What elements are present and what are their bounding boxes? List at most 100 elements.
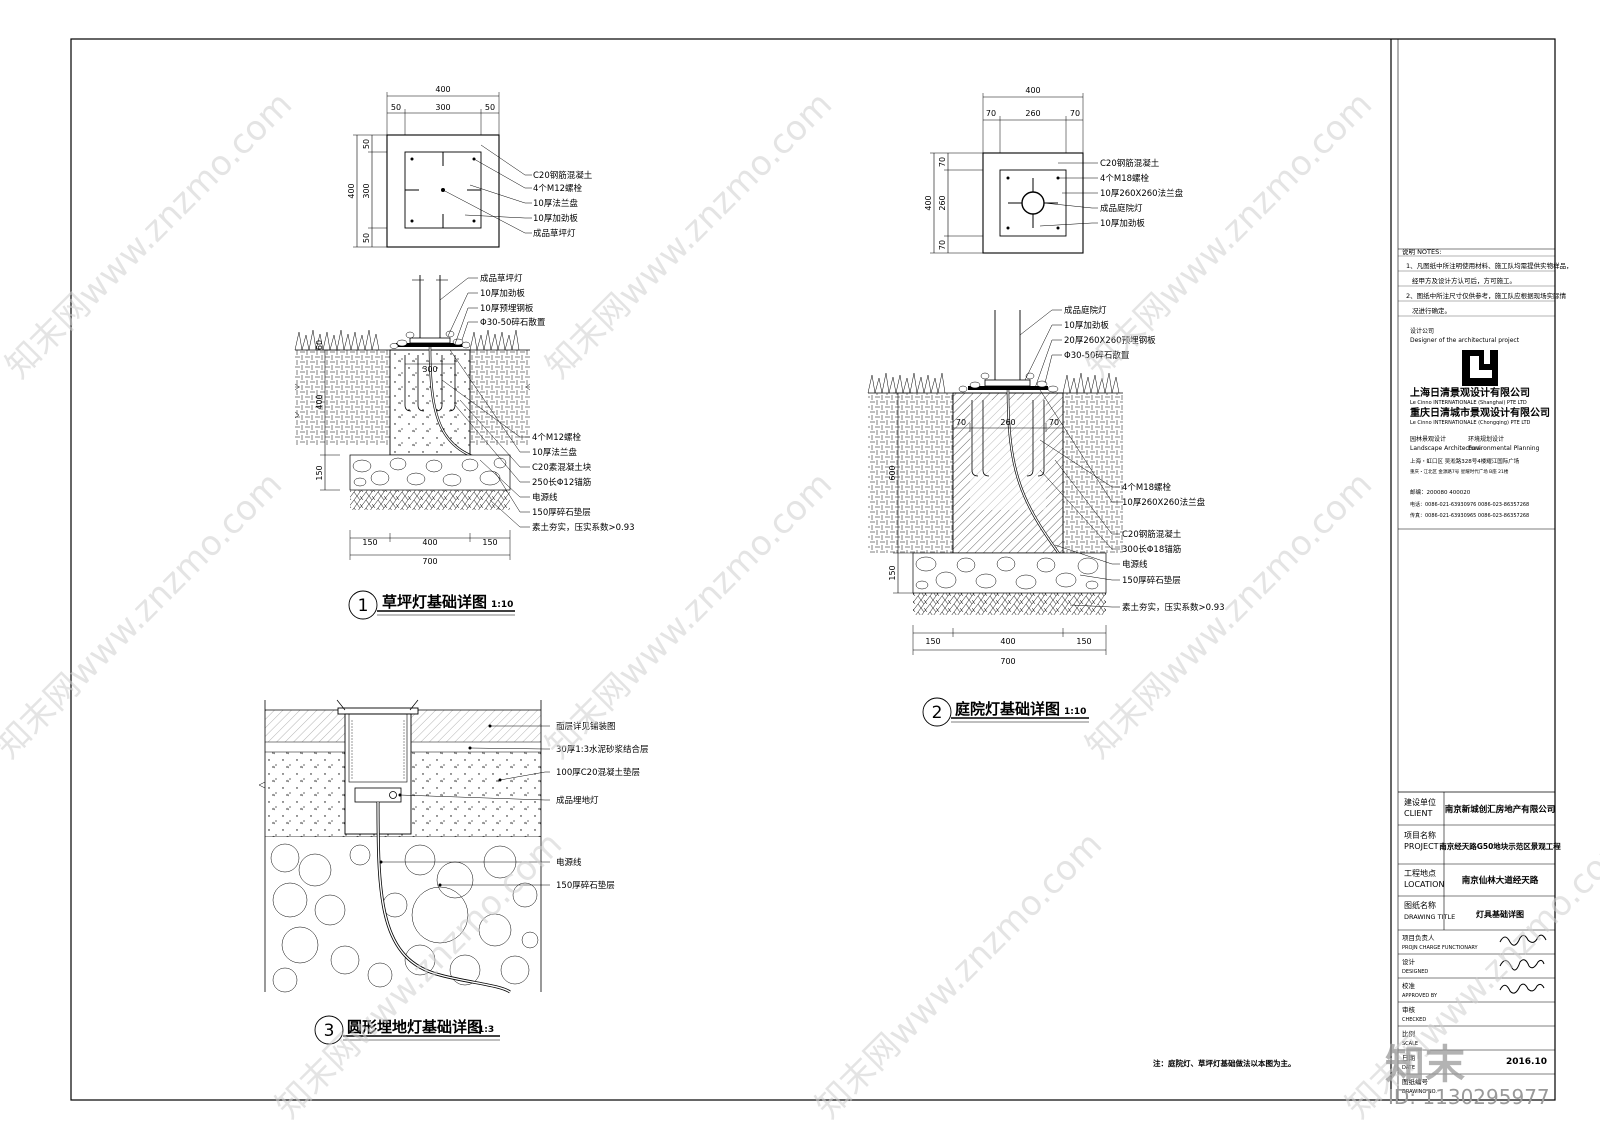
detail3-title-block — [314, 1015, 500, 1045]
postcode: 邮编：200080 400020 — [1410, 488, 1471, 496]
d1-plan-label: 成品草坪灯 — [533, 228, 576, 239]
d1-plan-dim-left-c: 50 — [362, 233, 371, 243]
note-line: 2、图纸中所注尺寸仅供参考，施工队应根据现场实际情 — [1406, 291, 1567, 300]
detail1-plan — [353, 92, 532, 248]
d1-plan-label: C20钢筋混凝土 — [533, 170, 593, 181]
d1-plan-label: 4个M12螺栓 — [533, 183, 583, 194]
note-line: 况进行确定。 — [1412, 306, 1451, 315]
tb-project-value: 南京经天路G50地块示范区景观工程 — [1439, 841, 1561, 851]
d2-plan-label: 成品庭院灯 — [1100, 203, 1143, 214]
d2-section-label: 300长Φ18锚筋 — [1122, 544, 1181, 555]
d1-section-label: 150厚碎石垫层 — [532, 507, 591, 518]
detail2-plan — [930, 93, 1098, 254]
svg-text:知末网www.znzmo.com: 知末网www.znzmo.com — [538, 84, 840, 386]
d1-section-label: 10厚预埋钢板 — [480, 303, 534, 314]
d3-label: 成品埋地灯 — [556, 795, 599, 806]
d3-label: 150厚碎石垫层 — [556, 880, 615, 891]
d2-plan-dim-b: 260 — [1025, 109, 1040, 118]
d2-plan-label: C20钢筋混凝土 — [1100, 158, 1160, 169]
d1-section-label: Φ30-50碎石散置 — [480, 317, 546, 328]
d2-plan-dim-left: 400 — [924, 195, 933, 210]
d1-section-label: 4个M12螺栓 — [532, 432, 582, 443]
d1-sec-dim-bottom-b: 400 — [422, 538, 437, 547]
d2-section-label: 10厚加劲板 — [1064, 320, 1109, 331]
d1-sec-dim-inner: 300 — [422, 365, 437, 374]
d2-plan-dim-left-b: 260 — [938, 195, 947, 210]
discipline-cn-2: 环境规划设计 — [1468, 435, 1504, 443]
tb-label-client-cn: 建设单位 — [1404, 797, 1436, 807]
d2-section-label: 20厚260X260预埋钢板 — [1064, 335, 1156, 346]
d1-sec-dim-bottom-c: 150 — [482, 538, 497, 547]
d1-plan-label: 10厚法兰盘 — [533, 198, 578, 209]
d2-section-label: 150厚碎石垫层 — [1122, 575, 1181, 586]
d2-sec-dim-inner-a: 70 — [956, 418, 966, 427]
d1-plan-label: 10厚加劲板 — [533, 213, 578, 224]
watermark: 知末网www.znzmo.com 知末网www.znzmo.com 知末网www… — [0, 84, 1600, 1126]
company2-cn: 重庆日清城市景观设计有限公司 — [1410, 406, 1550, 419]
detail2-section — [867, 309, 1123, 655]
company2-en: Le Cinno INTERNATIONALE (Chongqing) PTE … — [1410, 420, 1530, 426]
d3-label: 30厚1:3水泥砂浆结合层 — [556, 744, 649, 755]
d2-section-label: 10厚260X260法兰盘 — [1122, 497, 1206, 508]
svg-text:知末网www.znzmo.com: 知末网www.znzmo.com — [1078, 84, 1380, 386]
d1-section-label: 250长Φ12锚筋 — [532, 477, 591, 488]
d2-section-label: 4个M18螺栓 — [1122, 482, 1172, 493]
discipline-cn-1: 园林景观设计 — [1410, 435, 1446, 443]
svg-text:知末网www.znzmo.com: 知末网www.znzmo.com — [0, 464, 290, 766]
d2-sec-dim-inner-c: 70 — [1049, 418, 1059, 427]
d3-number: 3 — [324, 1021, 335, 1041]
d3-label: 电源线 — [556, 857, 582, 868]
d1-sec-dim-bottom-a: 150 — [362, 538, 377, 547]
d1-sec-dim-b: 400 — [315, 394, 324, 409]
d1-section-label: 电源线 — [532, 492, 558, 503]
d2-plan-dim-left-a: 70 — [938, 157, 947, 167]
staff-label-en: DATE — [1402, 1065, 1415, 1071]
d2-section-label: C20钢筋混凝土 — [1122, 529, 1182, 540]
staff-label-cn: 比例 — [1402, 1029, 1415, 1038]
svg-text:知末网www.znzmo.com: 知末网www.znzmo.com — [0, 84, 300, 386]
notes-header: 说明 NOTES: — [1402, 247, 1441, 256]
svg-text:知末网www.znzmo.com: 知末网www.znzmo.com — [1078, 464, 1380, 766]
d2-sec-dim-b: 150 — [888, 565, 897, 580]
designer-label-cn: 设计公司 — [1410, 327, 1434, 335]
staff-label-cn: 日期 — [1402, 1054, 1416, 1062]
d2-sec-dim-inner-b: 260 — [1000, 418, 1015, 427]
d1-plan-dim-left-b: 300 — [362, 183, 371, 198]
tb-date-value: 2016.10 — [1506, 1057, 1547, 1067]
d2-sec-dim-bottom-c: 150 — [1076, 637, 1091, 646]
d1-number: 1 — [358, 596, 369, 616]
company-logo — [1462, 350, 1498, 386]
phone: 电话：0086-021-63930976 0086-023-86357268 — [1410, 501, 1529, 508]
tb-location-value: 南京仙林大道经天路 — [1462, 875, 1539, 886]
tb-client-value: 南京新城创汇房地产有限公司 — [1445, 804, 1556, 815]
detail1-title-block — [348, 590, 515, 620]
d1-plan-dim-a: 50 — [391, 103, 401, 112]
tb-label-project-cn: 项目名称 — [1404, 830, 1436, 840]
d2-sec-dim-total: 700 — [1000, 657, 1015, 666]
title-block — [1398, 248, 1555, 1075]
d1-scale: 1:10 — [491, 600, 513, 610]
d2-title: 庭院灯基础详图 — [955, 700, 1060, 718]
d3-label: 面层详见铺装图 — [556, 721, 616, 732]
d1-plan-dim-left-a: 50 — [362, 139, 371, 149]
tb-title-value: 灯具基础详图 — [1476, 909, 1524, 919]
d1-title: 草坪灯基础详图 — [382, 593, 487, 611]
d2-section-label: 素土夯实，压实系数>0.93 — [1122, 602, 1225, 613]
company1-en: Le Cinno INTERNATIONALE (Shanghai) PTE L… — [1410, 400, 1527, 406]
d3-scale: 1:3 — [478, 1025, 494, 1035]
drawing-note: 注：庭院灯、草坪灯基础做法以本图为主。 — [1153, 1058, 1296, 1068]
staff-label-cn: 图纸编号 — [1402, 1077, 1429, 1086]
d3-label: 100厚C20混凝土垫层 — [556, 767, 640, 778]
detail2-title-block — [922, 697, 1089, 727]
staff-label-cn: 校准 — [1402, 981, 1416, 990]
d1-section-label: 成品草坪灯 — [480, 273, 523, 284]
d2-plan-dim-top: 400 — [1025, 86, 1040, 95]
d2-section-label: 成品庭院灯 — [1064, 305, 1107, 316]
d1-section-label: 10厚加劲板 — [480, 288, 525, 299]
staff-label-en: SCALE — [1402, 1041, 1418, 1047]
d2-plan-label: 4个M18螺栓 — [1100, 173, 1150, 184]
staff-label-en: PROJN CHARGE FUNCTIONARY — [1402, 945, 1479, 951]
d2-plan-label: 10厚加劲板 — [1100, 218, 1145, 229]
d2-sec-dim-bottom-a: 150 — [925, 637, 940, 646]
